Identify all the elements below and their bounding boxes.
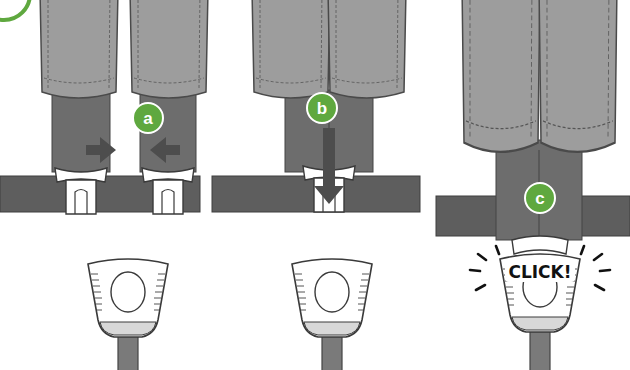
callout-letter: b xyxy=(317,100,327,117)
push-arrow xyxy=(150,137,180,163)
step-circle xyxy=(0,0,30,20)
panel-three xyxy=(539,0,617,152)
push-arrow xyxy=(314,128,344,204)
panel-three xyxy=(539,0,617,152)
panel-three xyxy=(462,0,540,152)
callout-letter: c xyxy=(535,190,544,207)
click-sparks xyxy=(470,246,610,290)
panel-two xyxy=(252,0,330,98)
push-arrow xyxy=(86,137,116,163)
panel-one xyxy=(40,0,118,98)
panel-one xyxy=(88,259,168,370)
panel-two xyxy=(328,0,406,98)
sound-label: CLICK! xyxy=(505,263,574,282)
panel-three xyxy=(462,0,540,152)
buckle-tongue xyxy=(512,236,568,254)
callout-circle: b xyxy=(306,92,338,124)
panel-two xyxy=(212,0,420,370)
click-sparks xyxy=(470,254,486,290)
panel-three xyxy=(436,0,630,370)
panel-two xyxy=(292,259,372,370)
callout-circle: c xyxy=(524,182,556,214)
panel-three xyxy=(500,254,580,370)
panel-one xyxy=(142,168,194,214)
callout-letter: a xyxy=(143,110,152,127)
panel-one xyxy=(130,0,208,98)
panel-one xyxy=(55,168,107,214)
click-sparks xyxy=(594,254,610,290)
shoulder-strap xyxy=(496,140,582,240)
callout-circle: a xyxy=(132,102,164,134)
click-sparks xyxy=(496,246,584,254)
panel-one xyxy=(0,0,208,370)
